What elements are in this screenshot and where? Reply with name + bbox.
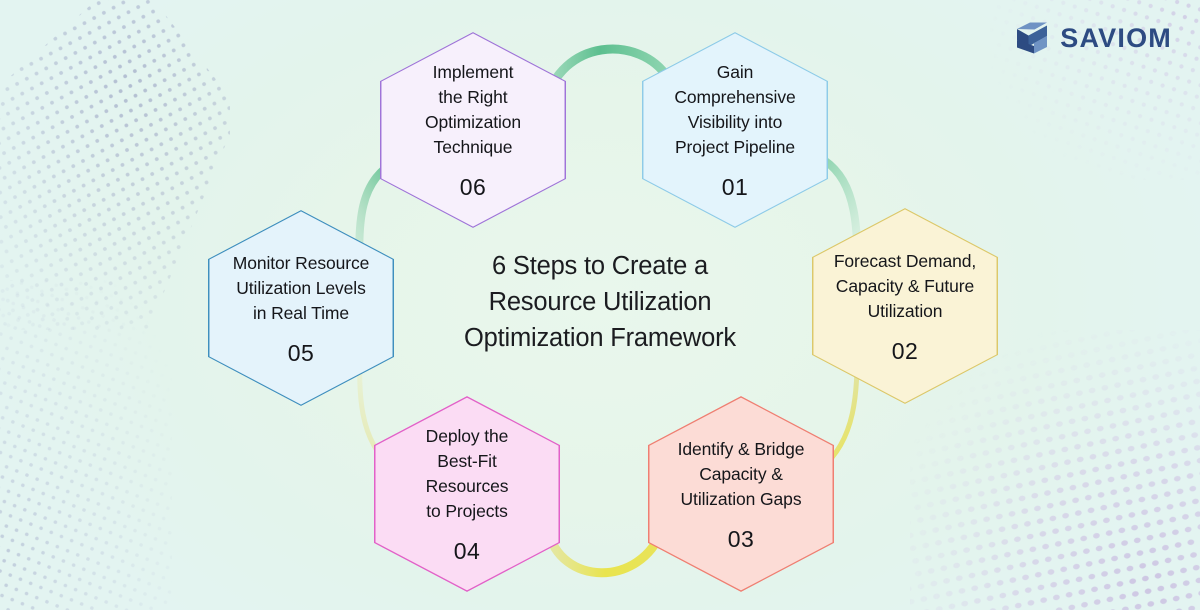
saviom-s-logo-icon — [1017, 22, 1048, 54]
step-number-02: 02 — [891, 337, 919, 364]
step-label-01: Gain Comprehensive Visibility into Proje… — [674, 62, 796, 157]
step-label-02: Forecast Demand, Capacity & Future Utili… — [833, 250, 977, 321]
infographic-title: 6 Steps to Create a Resource Utilization… — [464, 252, 736, 352]
arc-03-to-04 — [543, 525, 667, 578]
brand-name: SAVIOM — [1060, 22, 1172, 53]
brand-logo[interactable]: SAVIOM — [1015, 20, 1172, 56]
step-hexagon-01[interactable]: Gain Comprehensive Visibility into Proje… — [642, 32, 828, 228]
step-label-05: Monitor Resource Utilization Levels in R… — [232, 252, 370, 323]
step-number-06: 06 — [459, 174, 487, 200]
step-label-06: Implement the Right Optimization Techniq… — [424, 62, 522, 157]
step-label-04: Deploy the Best-Fit Resources to Project… — [425, 426, 509, 521]
step-number-04: 04 — [453, 538, 481, 564]
step-number-03: 03 — [727, 525, 755, 552]
step-hexagon-05[interactable]: Monitor Resource Utilization Levels in R… — [208, 210, 394, 406]
step-number-05: 05 — [287, 339, 315, 366]
step-number-01: 01 — [721, 174, 749, 200]
step-hexagon-06[interactable]: Implement the Right Optimization Techniq… — [380, 32, 566, 228]
step-label-03: Identify & Bridge Capacity & Utilization… — [677, 438, 805, 509]
